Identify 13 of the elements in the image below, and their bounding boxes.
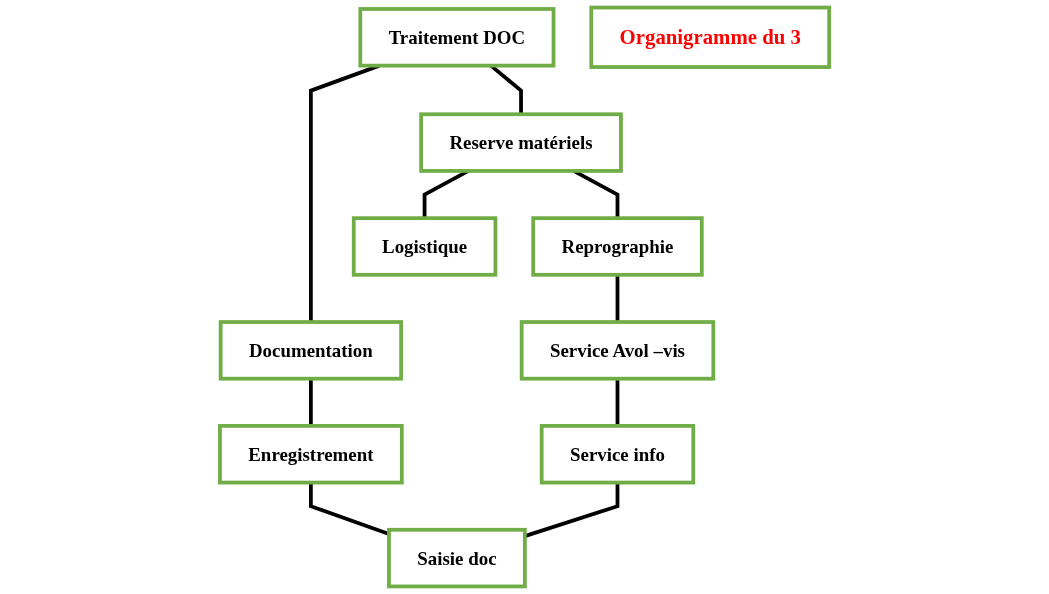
node-box: Saisie doc [387,527,527,589]
node-box: Service info [539,424,696,485]
node-box: Reserve matériels [419,112,623,173]
node-box: Documentation [218,320,403,381]
connector [615,378,620,426]
node-box: Organigramme du 3 [589,5,831,69]
connector [308,378,313,426]
node-box: Service Avol –vis [519,320,716,381]
node-box: Traitement DOC [358,7,556,68]
node-box: Reprographie [531,216,704,277]
node-box: Logistique [351,216,498,277]
connector [615,274,620,323]
node-box: Enregistrement [218,424,404,485]
